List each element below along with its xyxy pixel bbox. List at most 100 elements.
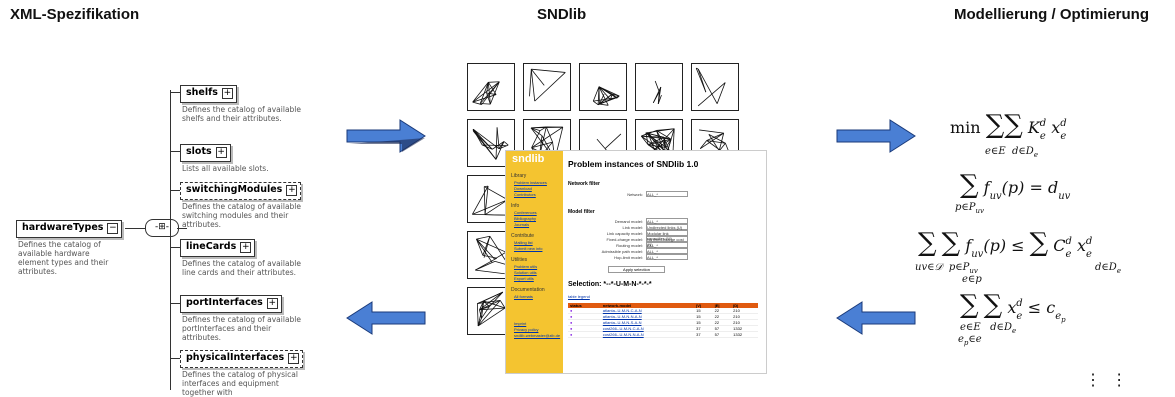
sidebar-link[interactable]: Problem utils: [514, 264, 563, 269]
expand-icon[interactable]: +: [286, 185, 297, 196]
expand-icon[interactable]: +: [267, 298, 278, 309]
xml-schema-diagram: hardwareTypes − Defines the catalog of a…: [10, 50, 300, 395]
schema-node-label: switchingModules: [186, 184, 282, 195]
expand-icon[interactable]: +: [288, 353, 299, 364]
filter-label: Hop-limit model:: [614, 255, 643, 260]
schema-node-label: shelfs: [186, 87, 218, 98]
sidebar-link[interactable]: Submit new info: [514, 246, 563, 251]
model-filter-row: Hop-limit model:ALL_*: [568, 254, 688, 260]
sndlib-main-content: Problem instances of SNDlib 1.0 Network …: [568, 151, 763, 338]
path-constraint: ∑ ∑ xed ≤ cep: [960, 290, 1066, 324]
sidebar-link[interactable]: Download: [514, 186, 563, 191]
sidebar-link[interactable]: Mailing list: [514, 240, 563, 245]
instances-table: status network-model |V| |E| |D| ●atlant…: [568, 303, 758, 338]
schema-node-physicalinterfaces[interactable]: physicalInterfaces +: [180, 350, 303, 368]
sequence-icon: -⊞-: [145, 219, 179, 237]
expand-icon[interactable]: +: [222, 88, 233, 99]
sidebar-section-library: Library: [511, 173, 563, 179]
expand-icon[interactable]: −: [107, 223, 118, 234]
capacity-constraint: ∑ ∑ fuv(p) ≤ ∑ Ced xed: [918, 228, 1092, 260]
table-cell: 1332: [731, 332, 758, 338]
sum-index: d∈De: [1095, 262, 1121, 275]
schema-node-desc: Defines the catalog of available hardwar…: [18, 240, 118, 276]
network-filter-row: Network: ALL_*: [568, 191, 688, 197]
arrow-left-icon: [345, 300, 427, 336]
sum-index: p∈Puv: [955, 202, 984, 215]
schema-node-shelfs[interactable]: shelfs +: [180, 85, 237, 103]
sidebar-link[interactable]: Bibliography: [514, 216, 563, 221]
continuation-dots: ⋮ ⋮: [1085, 370, 1127, 389]
filter-label: Admissible path model:: [602, 249, 643, 254]
schema-node-switchingmodules[interactable]: switchingModules +: [180, 182, 301, 200]
connector: [170, 303, 180, 304]
sidebar-link[interactable]: Solution utils: [514, 270, 563, 275]
filter-label: Link model:: [623, 225, 643, 230]
sidebar-link[interactable]: Contributors: [514, 192, 563, 197]
connector: [170, 90, 171, 390]
expand-icon[interactable]: +: [216, 147, 227, 158]
schema-node-hardwaretypes[interactable]: hardwareTypes −: [16, 220, 122, 238]
sum-index: e∈E d∈De: [985, 146, 1038, 159]
selection-text: Selection: *--*-U-M-N-*-*-*: [568, 281, 763, 288]
sidebar-link[interactable]: Imprint: [514, 321, 563, 326]
network-graph-thumbnail: [635, 63, 683, 111]
sidebar-link[interactable]: Journals: [514, 222, 563, 227]
connector: [170, 151, 180, 152]
arrow-left-icon: [835, 300, 917, 336]
objective-formula: min ∑∑ Ked xed: [950, 110, 1067, 142]
schema-node-linecards[interactable]: lineCards +: [180, 239, 255, 257]
sidebar-link[interactable]: sndlib-webmaster@zib.de: [514, 333, 563, 338]
schema-node-desc: Lists all available slots.: [182, 164, 302, 173]
filter-label: Routing model:: [616, 243, 643, 248]
page-title: Problem instances of SNDlib 1.0: [568, 159, 763, 169]
network-graph-thumbnail: [579, 63, 627, 111]
sidebar-section-info: Info: [511, 203, 563, 209]
table-cell[interactable]: cost266--U-M-N-N-A-N: [601, 332, 694, 338]
header-modellierung: Modellierung / Optimierung: [954, 6, 1149, 23]
network-graph-thumbnail: [467, 63, 515, 111]
filter-label: Link capacity model:: [607, 231, 643, 236]
sidebar-section-utilities: Utilities: [511, 257, 563, 263]
connector: [170, 358, 180, 359]
network-filter-heading: Network filter: [568, 181, 763, 187]
filter-label: Network:: [627, 192, 643, 197]
sidebar-link[interactable]: All formats: [514, 294, 563, 299]
sidebar-link[interactable]: Privacy policy: [514, 327, 563, 332]
table-legend-link[interactable]: table legend: [568, 294, 763, 299]
sidebar-link[interactable]: Problem instances: [514, 180, 563, 185]
sndlib-sidebar: sndlib Library Problem instances Downloa…: [506, 151, 563, 373]
model-filter-list: Demand model:ALL_*Link model:Undirected …: [568, 218, 763, 260]
filter-label: Fixed-charge model:: [607, 237, 643, 242]
filter-select[interactable]: ALL_*: [646, 254, 688, 260]
schema-node-desc: Defines the catalog of available portInt…: [182, 315, 302, 342]
sidebar-section-contribute: Contribute: [511, 233, 563, 239]
connector: [170, 247, 180, 248]
schema-node-desc: Defines the catalog of available line ca…: [182, 259, 302, 277]
status-icon: ●: [568, 332, 601, 338]
sidebar-link[interactable]: Conferences: [514, 210, 563, 215]
schema-node-portinterfaces[interactable]: portInterfaces +: [180, 295, 282, 313]
sum-index: ep∈e: [958, 334, 982, 347]
schema-node-desc: Defines the catalog of available shelfs …: [182, 105, 302, 123]
table-cell: 57: [713, 332, 732, 338]
expand-icon[interactable]: +: [240, 242, 251, 253]
network-select[interactable]: ALL_*: [646, 191, 688, 197]
connector: [125, 228, 145, 229]
schema-node-label: hardwareTypes: [22, 222, 103, 233]
connector: [170, 92, 180, 93]
apply-selection-button[interactable]: Apply selection: [608, 266, 665, 273]
schema-node-label: slots: [186, 146, 212, 157]
filter-label: Demand model:: [615, 219, 643, 224]
model-filter-heading: Model filter: [568, 209, 763, 215]
connector: [170, 190, 180, 191]
sidebar-section-documentation: Documentation: [511, 287, 563, 293]
arrow-right-icon: [345, 118, 427, 154]
schema-node-label: lineCards: [186, 241, 236, 252]
sidebar-link[interactable]: Export utils: [514, 276, 563, 281]
schema-node-desc: Defines the catalog of physical interfac…: [182, 370, 302, 397]
schema-node-label: portInterfaces: [186, 297, 263, 308]
flow-constraint: ∑ fuv(p) = duv: [960, 170, 1070, 202]
schema-node-slots[interactable]: slots +: [180, 144, 231, 162]
network-graph-thumbnail: [523, 63, 571, 111]
